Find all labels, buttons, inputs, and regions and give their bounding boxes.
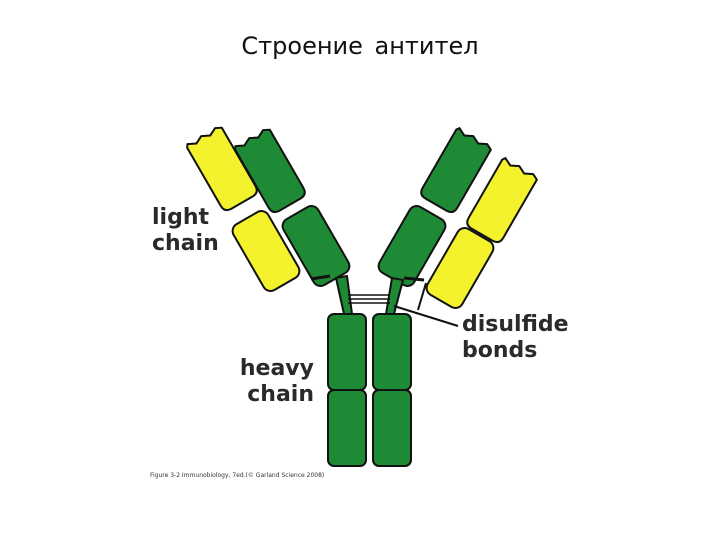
disulfide-bonds-hinge xyxy=(348,295,390,303)
light-chain-label: light chain xyxy=(152,205,219,257)
light-chain-label-line-1: light xyxy=(152,205,219,231)
figure-caption: Figure 3-2 Immunobiology, 7ed.(© Garland… xyxy=(150,472,324,479)
heavy-chain-label: heavy chain xyxy=(226,356,314,408)
heavy-chain-label-line-1: heavy xyxy=(226,356,314,382)
heavy-chain-left-ch2-domain xyxy=(328,314,366,390)
disulfide-bond-right-light-heavy xyxy=(404,278,424,280)
light-chain-label-line-2: chain xyxy=(152,231,219,257)
heavy-chain-label-line-2: chain xyxy=(226,382,314,408)
heavy-chain-right-ch3-domain xyxy=(373,390,411,466)
heavy-chain-left-ch3-domain xyxy=(328,390,366,466)
disulfide-bonds-label-line-1: disulfide xyxy=(462,312,569,338)
heavy-chain-right-ch2-domain xyxy=(373,314,411,390)
disulfide-bonds-label: disulfide bonds xyxy=(462,312,569,364)
fc-region xyxy=(328,314,411,466)
disulfide-bonds-label-line-2: bonds xyxy=(462,338,569,364)
